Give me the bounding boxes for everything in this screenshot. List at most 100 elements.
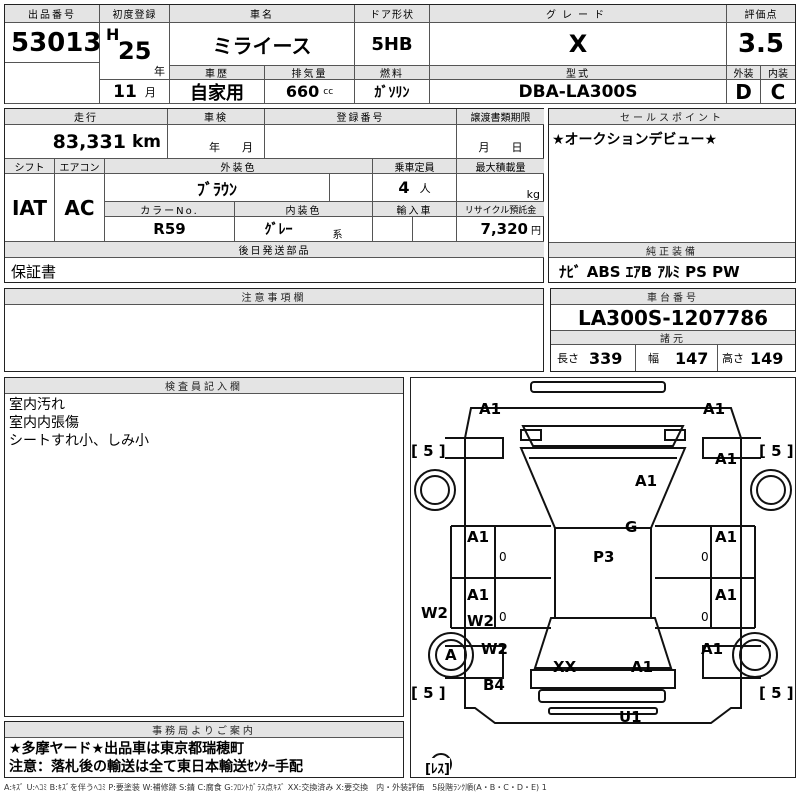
tire-front-left: [ 5 ] (411, 442, 446, 460)
damage-rear-door-right: A1 (715, 586, 738, 604)
int-grade: C (770, 79, 786, 104)
height: 149 (750, 348, 784, 368)
chassis-label: 車台番号 (647, 293, 699, 304)
chassis-number: LA300S-1207786 (551, 305, 795, 331)
inspector-line: シートすれ小、しみ小 (9, 433, 149, 449)
damage-hood: A1 (635, 472, 658, 490)
transfer-label: 譲渡書類期限 (470, 113, 531, 124)
recycle-label: リサイクル預託金 (464, 205, 537, 216)
history-label: 車歴 (205, 69, 229, 80)
chassis-block: 車台番号 LA300S-1207786 諸元 長さ 339 幅 147 高さ 1… (550, 288, 796, 372)
office-line-1: ★多摩ヤード★出品車は東京都瑞穂町 (9, 741, 245, 757)
score: 3.5 (737, 29, 785, 59)
width-label: 幅 (648, 352, 659, 365)
width: 147 (675, 348, 709, 368)
color-no-label: カラーNo. (140, 205, 199, 217)
mark-zero-fr: 0 (701, 550, 709, 564)
damage-roof: P3 (593, 548, 615, 566)
office-line-2: 注意：落札後の輸送は全て東日本輸送ｾﾝﾀｰ手配 (9, 759, 303, 775)
office-block: 事務局よりご案内 ★多摩ヤード★出品車は東京都瑞穂町 注意：落札後の輸送は全て東… (4, 721, 404, 778)
sales-point-text: ★オークションデビュー★ (552, 132, 718, 148)
transfer-day-unit: 日 (511, 141, 523, 154)
first-reg-label: 初度登録 (112, 10, 157, 21)
color-no: R59 (153, 220, 186, 238)
ac-label: エアコン (59, 162, 100, 174)
color-label: 外装色 (220, 162, 257, 174)
notes-label: 注意事項欄 (241, 293, 307, 304)
car-diagram: [ 5 ] [ 5 ] [ 5 ] [ 5 ] [ﾚｽ] A1 A1 A1 A1… (410, 377, 796, 778)
inspector-block: 検査員記入欄 室内汚れ 室内内張傷 シートすれ小、しみ小 (4, 377, 404, 717)
mark-zero-rl: 0 (499, 610, 507, 624)
inspector-label: 検査員記入欄 (165, 382, 243, 393)
lot-label: 出品番号 (28, 10, 76, 21)
height-label: 高さ (722, 352, 744, 365)
history: 自家用 (190, 82, 244, 104)
displacement: 660 (285, 82, 320, 101)
interior-label: 内装色 (285, 205, 322, 217)
year-unit: 年 (154, 65, 165, 78)
mark-zero-fl: 0 (499, 550, 507, 564)
score-label: 評価点 (744, 10, 778, 21)
mark-zero-rr: 0 (701, 610, 709, 624)
displacement-unit: cc (323, 86, 334, 97)
length-label: 長さ (557, 352, 579, 365)
damage-rear-corner-left: B4 (483, 676, 505, 694)
later-parts: 保証書 (11, 263, 57, 281)
equipment-label: 純正装備 (646, 246, 698, 258)
ac: AC (64, 195, 95, 220)
mileage-unit: km (131, 131, 161, 152)
damage-rear-fender-left: W2 (481, 640, 508, 658)
damage-rear-bumper: U1 (619, 708, 642, 726)
legend: A:ｷｽﾞ U:ﾍｺﾐ B:ｷｽﾞを伴うﾍｺﾐ P:要塗装 W:補修跡 S:錆 … (4, 783, 547, 792)
interior-color: ｸﾞﾚｰ (264, 222, 293, 238)
inspector-line: 室内汚れ (9, 397, 65, 413)
damage-rear-door-left: A1 (467, 586, 490, 604)
int-label: 内装 (768, 69, 788, 80)
reg-month: 11 (113, 81, 137, 102)
shift: IAT (11, 195, 47, 220)
damage-tailgate-right: A1 (631, 658, 654, 676)
grade-label: グレード (546, 10, 610, 21)
month-unit: 月 (144, 85, 156, 99)
load-label: 最大積載量 (475, 162, 526, 174)
recycle-unit: 円 (531, 225, 541, 237)
spare-tire: [ﾚｽ] (425, 758, 450, 777)
exterior-color: ﾌﾞﾗｳﾝ (196, 179, 237, 199)
mileage: 83,331 (52, 130, 126, 153)
damage-rear-door-left-2: W2 (467, 612, 494, 630)
damage-tailgate-left: XX (553, 658, 577, 676)
load-unit: kg (526, 188, 540, 201)
fuel: ｶﾞｿﾘﾝ (374, 84, 410, 101)
ext-grade: D (735, 79, 752, 104)
equipment: ﾅﾋﾞ ABS ｴｱB ｱﾙﾐ PS PW (559, 263, 740, 281)
damage-front-right: A1 (703, 400, 726, 418)
details-block: 走行 車検 登録番号 譲渡書類期限 83,331 km 年 月 月 日 シフト … (4, 108, 544, 283)
car-outline (414, 381, 792, 775)
model-code: DBA-LA300S (518, 81, 638, 102)
header-block: 出品番号 53013 初度登録 H 25 年 11 月 車名 ミライース 車歴 … (4, 4, 796, 104)
tire-rear-left: [ 5 ] (411, 684, 446, 702)
transfer-month-unit: 月 (478, 141, 490, 154)
reg-no-label: 登録番号 (336, 113, 385, 124)
capacity-unit: 人 (419, 181, 431, 195)
sales-point-label: セールスポイント (620, 113, 724, 124)
notes-block: 注意事項欄 (4, 288, 544, 372)
model-label: 型式 (566, 69, 590, 80)
ext-label: 外装 (733, 69, 754, 80)
damage-rear-wheel-left: A (445, 646, 457, 664)
capacity: 4 (398, 178, 410, 197)
grade: X (568, 30, 588, 58)
import-label: 輸入車 (396, 205, 433, 217)
tire-rear-right: [ 5 ] (759, 684, 794, 702)
car-name: ミライース (212, 33, 312, 58)
sales-point-block: セールスポイント ★オークションデビュー★ 純正装備 ﾅﾋﾞ ABS ｴｱB ｱ… (548, 108, 796, 283)
shift-label: シフト (14, 162, 45, 174)
door-label: ドア形状 (370, 10, 414, 21)
era: H (106, 25, 120, 44)
damage-rear-fender-right: A1 (701, 640, 724, 658)
damage-sill-left: W2 (421, 604, 448, 622)
damage-front-left: A1 (479, 400, 502, 418)
specs-label: 諸元 (660, 334, 686, 345)
damage-front-door-left: A1 (467, 528, 490, 546)
damage-windshield: G (625, 518, 638, 536)
